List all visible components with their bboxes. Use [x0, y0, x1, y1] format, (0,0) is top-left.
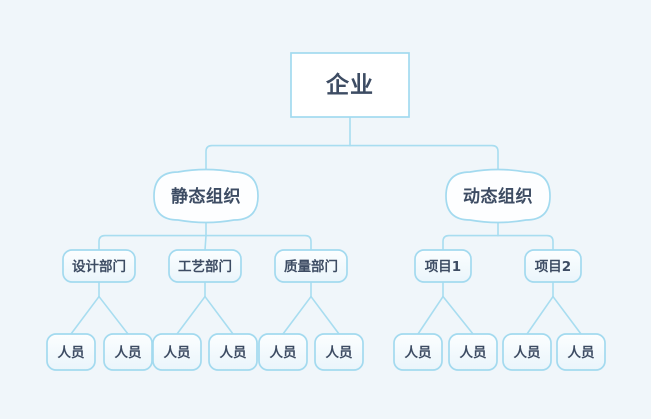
node-person-6[interactable]: 人员	[314, 333, 364, 371]
node-shape	[46, 333, 96, 371]
connector-orthogonal	[497, 234, 554, 251]
node-project-2[interactable]: 项目2	[524, 249, 582, 283]
connector-diagonal	[442, 295, 474, 335]
node-dept-process[interactable]: 工艺部门	[168, 249, 242, 283]
connector-diagonal	[526, 295, 554, 335]
connector-orthogonal	[204, 234, 207, 251]
node-dynamic[interactable]: 动态组织	[445, 168, 551, 224]
node-person-2[interactable]: 人员	[103, 333, 153, 371]
connector-diagonal	[282, 295, 312, 335]
node-shape	[153, 168, 259, 224]
connector-diagonal	[417, 295, 444, 335]
connector-diagonal	[98, 295, 129, 335]
node-shape	[524, 249, 582, 283]
node-shape	[556, 333, 606, 371]
node-person-7[interactable]: 人员	[393, 333, 443, 371]
connector-layer	[70, 116, 582, 335]
connector-diagonal	[176, 295, 206, 335]
node-shape	[290, 52, 410, 118]
node-shape	[448, 333, 498, 371]
node-shape	[258, 333, 308, 371]
node-person-5[interactable]: 人员	[258, 333, 308, 371]
node-shape	[445, 168, 551, 224]
node-shape	[208, 333, 258, 371]
connector-orthogonal	[349, 144, 499, 173]
connector-diagonal	[204, 295, 234, 335]
node-person-10[interactable]: 人员	[556, 333, 606, 371]
node-shape	[414, 249, 472, 283]
node-shape	[62, 249, 136, 283]
connector-orthogonal	[98, 234, 207, 251]
node-shape	[393, 333, 443, 371]
node-shape	[274, 249, 348, 283]
node-dept-design[interactable]: 设计部门	[62, 249, 136, 283]
connector-diagonal	[70, 295, 100, 335]
node-person-3[interactable]: 人员	[152, 333, 202, 371]
node-person-8[interactable]: 人员	[448, 333, 498, 371]
node-shape	[103, 333, 153, 371]
node-shape	[152, 333, 202, 371]
node-dept-quality[interactable]: 质量部门	[274, 249, 348, 283]
node-static[interactable]: 静态组织	[153, 168, 259, 224]
node-person-4[interactable]: 人员	[208, 333, 258, 371]
node-person-9[interactable]: 人员	[502, 333, 552, 371]
node-shape	[314, 333, 364, 371]
node-shape	[168, 249, 242, 283]
connector-orthogonal	[442, 234, 499, 251]
node-person-1[interactable]: 人员	[46, 333, 96, 371]
node-root[interactable]: 企业	[290, 52, 410, 118]
connector-orthogonal	[205, 144, 351, 173]
connector-diagonal	[552, 295, 582, 335]
node-project-1[interactable]: 项目1	[414, 249, 472, 283]
connector-diagonal	[310, 295, 340, 335]
connector-orthogonal	[205, 234, 312, 251]
node-shape	[502, 333, 552, 371]
